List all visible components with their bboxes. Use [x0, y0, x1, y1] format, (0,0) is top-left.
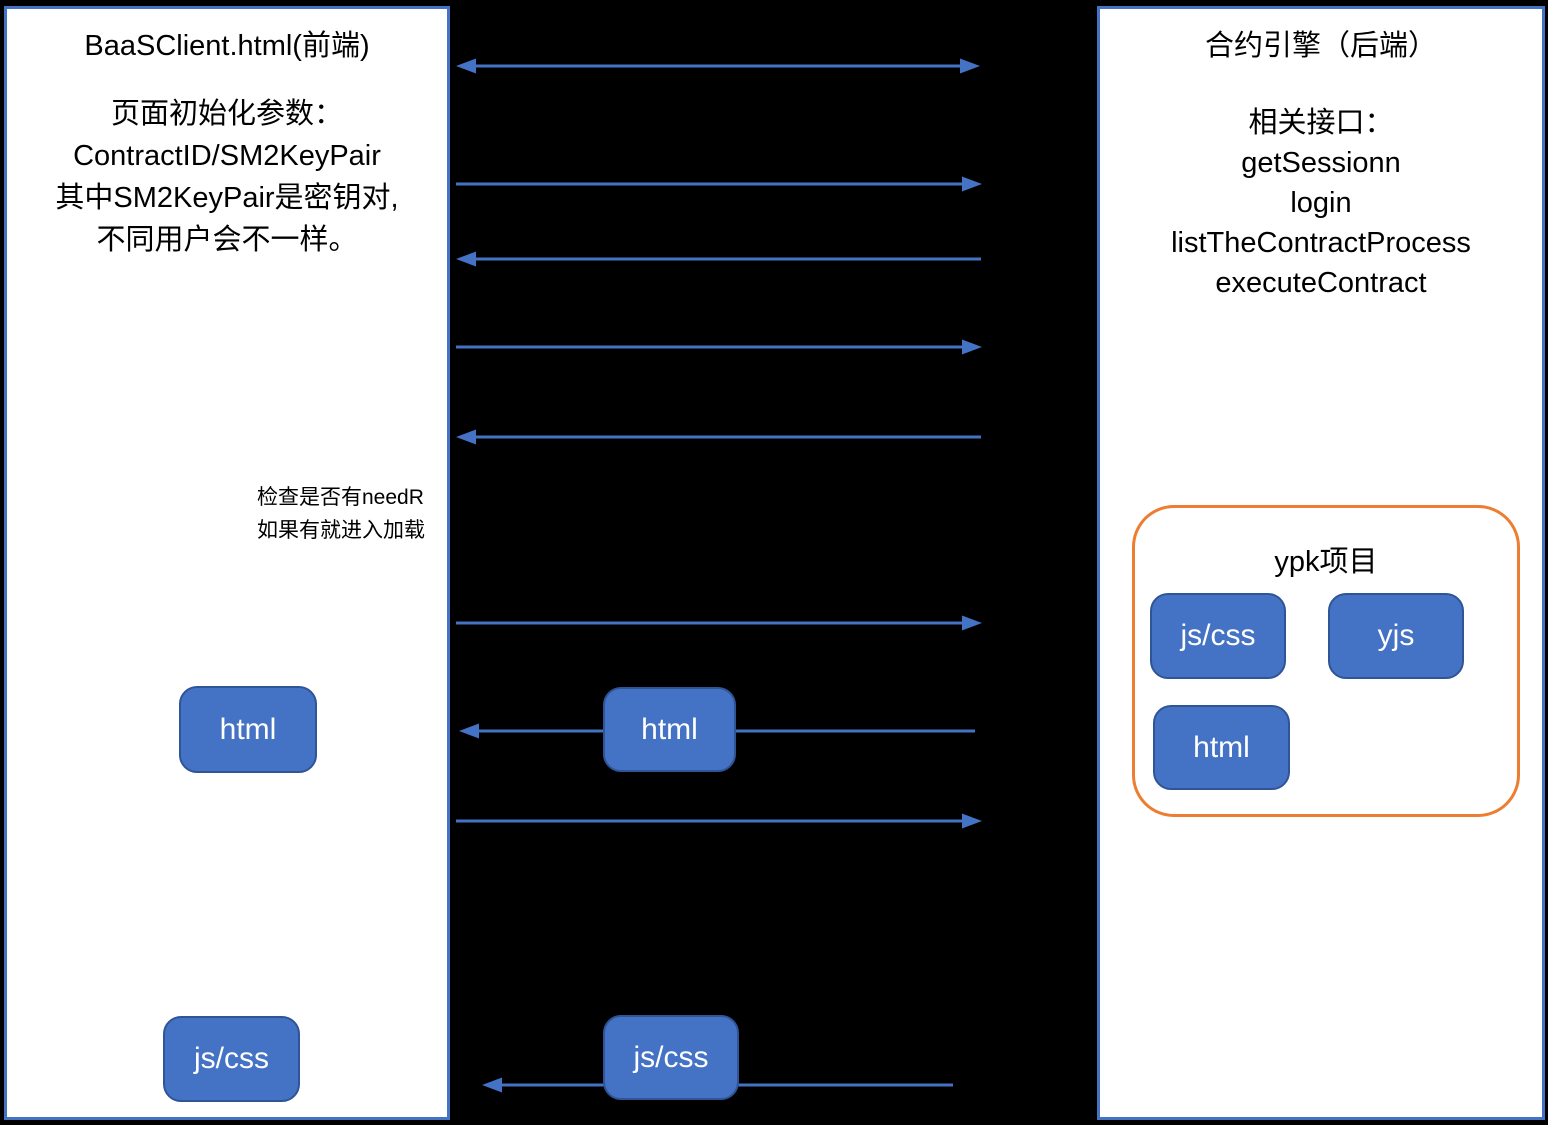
arrow-6-right-head [962, 615, 982, 631]
ypk-yjs-node: yjs [1328, 593, 1464, 679]
note-line: 如果有就进入加载 [257, 519, 425, 542]
init-params-text: 页面初始化参数： ContractID/SM2KeyPair 其中SM2KeyP… [7, 93, 447, 261]
ypk-jscss-node: js/css [1150, 593, 1286, 679]
init-params-line: 页面初始化参数： [110, 98, 343, 130]
note-line: 检查是否有needR [257, 486, 424, 509]
ypk-html-node: html [1153, 705, 1290, 790]
frontend-html-node: html [179, 686, 317, 773]
interfaces-line: listTheContractProcess [1171, 227, 1471, 259]
arrow-1-double-head [960, 58, 980, 74]
arrow-8-right-head [962, 813, 982, 829]
check-needrefresh-note: 检查是否有needR 如果有就进入加载 [257, 481, 425, 547]
arrow-2-right-head [962, 176, 982, 192]
interfaces-line: 相关接口： [1248, 107, 1394, 139]
ypk-project-group: ypk项目 js/css yjs html [1132, 505, 1520, 817]
lane-html-node: html [603, 687, 736, 772]
arrow-1-double-head [456, 58, 476, 74]
interfaces-text: 相关接口： getSessionn login listTheContractP… [1100, 103, 1542, 303]
frontend-jscss-node: js/css [163, 1016, 300, 1102]
backend-panel: 合约引擎（后端） 相关接口： getSessionn login listThe… [1097, 6, 1545, 1120]
init-params-line: 其中SM2KeyPair是密钥对, [55, 182, 399, 214]
interfaces-line: getSessionn [1241, 147, 1401, 179]
lane-jscss-node: js/css [603, 1015, 739, 1100]
frontend-panel: BaaSClient.html(前端) 页面初始化参数： ContractID/… [4, 6, 450, 1120]
arrow-4-right-head [962, 339, 982, 355]
arrow-5-left-head [456, 429, 476, 445]
arrow-3-left-head [456, 251, 476, 267]
init-params-line: ContractID/SM2KeyPair [73, 140, 381, 172]
interfaces-line: login [1290, 187, 1352, 219]
interfaces-line: executeContract [1215, 267, 1427, 299]
frontend-panel-title: BaaSClient.html(前端) [84, 30, 370, 62]
ypk-group-title: ypk项目 [1274, 546, 1378, 578]
backend-panel-title: 合约引擎（后端） [1204, 30, 1437, 62]
arrow-7-left-head [459, 723, 479, 739]
init-params-line: 不同用户会不一样。 [96, 224, 358, 256]
arrow-9-left-head [482, 1077, 502, 1093]
